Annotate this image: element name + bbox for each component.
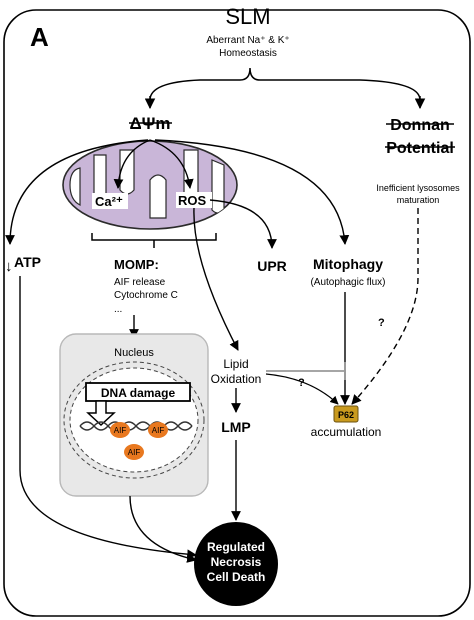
lmp-label: LMP (221, 419, 251, 435)
lipid-label: Lipid (223, 357, 248, 371)
panel-label: A (30, 22, 49, 52)
arrow-to-ros (149, 139, 194, 189)
ros-label-bg (176, 192, 212, 208)
dashed-lysosome-arrow (351, 208, 419, 405)
mitochondrion (62, 140, 238, 230)
upr-label: UPR (257, 258, 287, 274)
mito-bottom-brace (91, 233, 217, 248)
mitophagy-label: Mitophagy (313, 256, 383, 272)
lysosome-text-2: maturation (397, 195, 440, 205)
title-slm: SLM (225, 4, 270, 29)
atp-line-to-death (19, 276, 197, 560)
dna-strand-2 (79, 421, 193, 431)
arrow-to-atp (5, 139, 149, 245)
question-mark-lipid: ? (298, 377, 305, 389)
top-brace (149, 67, 421, 101)
inhibition-line (266, 362, 346, 380)
aif-release: AIF release (114, 277, 166, 288)
arrow-ros-to-upr (209, 199, 277, 249)
dna-damage-label: DNA damage (101, 386, 176, 400)
oxidation-label: Oxidation (211, 372, 262, 386)
aif-blob-3 (124, 444, 144, 460)
aif-label-1: AIF (114, 426, 127, 435)
aif-blob-2 (148, 422, 168, 438)
death-line-1: Regulated (207, 540, 265, 554)
nucleus-line-to-death (129, 495, 197, 563)
aif-label-3: AIF (128, 448, 141, 457)
cell-outline (3, 9, 471, 617)
cytochrome-c: Cytochrome C (114, 290, 178, 301)
subtitle-homeostasis: Homeostasis (219, 48, 277, 59)
atp-label: ATP (14, 254, 41, 270)
death-line-2: Necrosis (211, 555, 262, 569)
cell-death-circle (194, 522, 278, 606)
momp-ellipsis: ... (114, 304, 122, 315)
ca2-label: Ca²⁺ (95, 194, 123, 209)
ros-label: ROS (178, 193, 207, 208)
arrow-lipid-to-p62 (265, 373, 339, 405)
dna-damage-box (85, 382, 191, 402)
nucleus-label: Nucleus (114, 347, 154, 359)
arrow-to-ca2 (113, 139, 151, 189)
donnan-label: Donnan (390, 117, 450, 134)
atp-down-arrow: ↓ (5, 258, 13, 275)
p62-box (333, 405, 359, 423)
momp-label: MOMP: (114, 257, 159, 272)
ca2-label-bg (92, 193, 128, 209)
dna-damage-arrow (86, 400, 116, 427)
potential-label: Potential (386, 140, 454, 157)
nucleus-envelope-outer (63, 361, 205, 479)
accumulation-label: accumulation (311, 425, 382, 439)
question-mark-lysosome: ? (378, 317, 385, 329)
subtitle-aberrant: Aberrant Na⁺ & K⁺ (206, 35, 289, 46)
lysosome-text-1: Inefficient lysosomes (376, 183, 460, 193)
aif-blob-1 (110, 422, 130, 438)
aif-label-2: AIF (152, 426, 165, 435)
arrow-ros-to-lipid (193, 207, 239, 351)
arrow-to-mitophagy (154, 139, 350, 245)
autophagic-flux-label: (Autophagic flux) (310, 277, 385, 288)
death-line-3: Cell Death (207, 570, 266, 584)
p62-label: P62 (338, 410, 354, 420)
